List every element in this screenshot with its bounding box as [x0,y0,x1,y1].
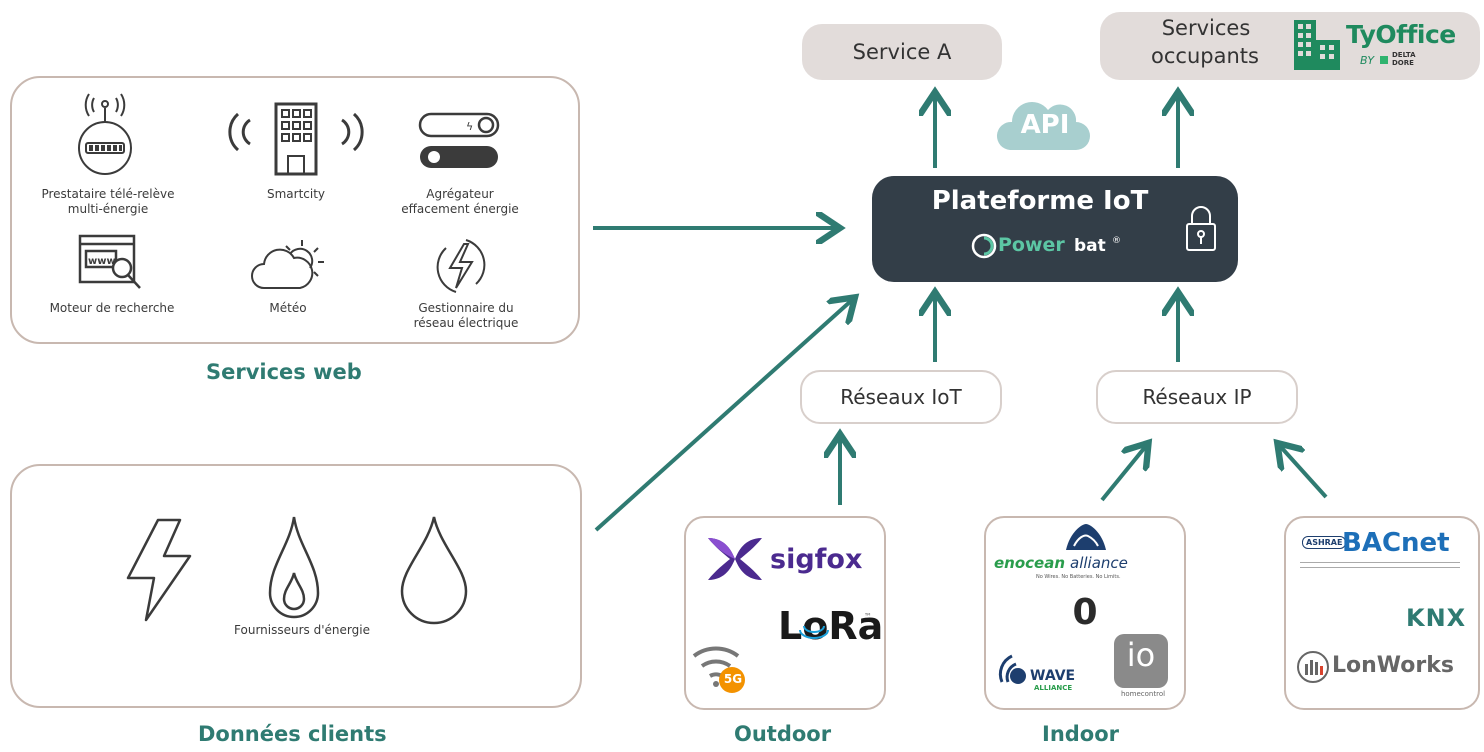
powerbat-brand-b: bat [1074,236,1106,256]
enocean-logo-icon [1066,524,1106,550]
web-services-title: Services web [206,360,362,384]
outdoor-title: Outdoor [734,722,832,746]
delta-dore-dore: DORE [1392,59,1414,67]
tyoffice-by: BY [1360,54,1375,67]
powerbat-brand-a: Power [998,234,1065,256]
api-label: API [1020,110,1070,140]
services-occupants-line1: Services [1161,16,1251,40]
five-g-label: 5G [723,672,743,686]
zwave-logo-icon [998,654,1026,684]
delta-dore-mark [1380,56,1388,64]
ashrae-badge: ASHRAE [1302,536,1347,549]
powerbat-brand-mark: ® [1112,236,1121,246]
zero-label: 0 [1072,592,1098,633]
toggle-switch-icon: ϟ [418,112,500,168]
delta-dore-delta: DELTA [1392,51,1416,59]
sigfox-logo-icon [708,538,762,580]
tyoffice-logo-text: TyOffice [1346,20,1456,49]
gas-flame-icon [268,516,320,619]
zwave-alliance-label: ALLIANCE [1034,684,1073,692]
services-occupants-line2: occupants [1151,44,1259,68]
tyoffice-building-icon [1294,20,1340,70]
svg-text:ϟ: ϟ [466,120,473,133]
wifi-5g-icon [692,646,745,693]
label-moteur: Moteur de recherche [49,301,175,315]
arrow-clients-to-platform [594,300,852,532]
label-smartcity: Smartcity [266,187,326,201]
svg-text:www: www [88,256,116,267]
io-label: io [1126,636,1156,674]
label-prestataire: Prestataire télé-relève multi-énergie [41,187,175,216]
zwave-label: WAVE [1030,668,1076,684]
platform-title: Plateforme IoT [931,186,1149,216]
arrow-indoor-to-ip [1100,446,1146,502]
ip-networks-box: Réseaux IP [1096,370,1298,424]
label-gestionnaire: Gestionnaire du réseau électrique [413,301,519,330]
lightning-icon [436,239,486,293]
indoor-title: Indoor [1042,722,1120,746]
service-a-box: Service A [802,24,1002,80]
iot-platform-box [872,176,1238,282]
knx-label: KNX [1406,604,1467,632]
enocean-alliance-label: alliance [1070,554,1128,572]
smart-building-icon [228,102,364,176]
label-meteo: Météo [269,301,307,315]
sigfox-label: sigfox [770,544,863,575]
enocean-label: enocean [994,554,1066,572]
io-homecontrol-label: homecontrol [1120,690,1166,698]
client-data-panel [10,464,582,708]
lonworks-label: LonWorks [1332,653,1454,678]
lonworks-logo-icon [1297,651,1329,683]
smart-meter-icon [78,93,132,175]
api-cloud-icon [996,102,1090,150]
label-agregateur: Agrégateur effacement énergie [401,187,519,216]
web-search-icon: www [78,234,141,289]
lora-tm: ™ [864,612,872,621]
lora-wave-icon [799,625,829,639]
water-drop-icon [400,516,468,625]
bacnet-label: BACnet [1342,528,1450,558]
lora-label: LoRa [778,604,884,648]
arrow-bacnet-to-ip [1280,446,1328,499]
bacnet-underline [1300,562,1460,568]
weather-icon [251,240,324,289]
electricity-icon [126,518,192,622]
io-logo-box [1114,634,1168,688]
powerbat-swirl-icon [971,233,997,259]
client-data-title: Données clients [198,722,387,746]
services-occupants-box [1100,12,1480,80]
label-fournisseurs: Fournisseurs d'énergie [234,623,370,637]
iot-networks-box: Réseaux IoT [800,370,1002,424]
lock-icon [1186,206,1216,251]
enocean-tagline: No Wires. No Batteries. No Limits. [1036,574,1121,580]
